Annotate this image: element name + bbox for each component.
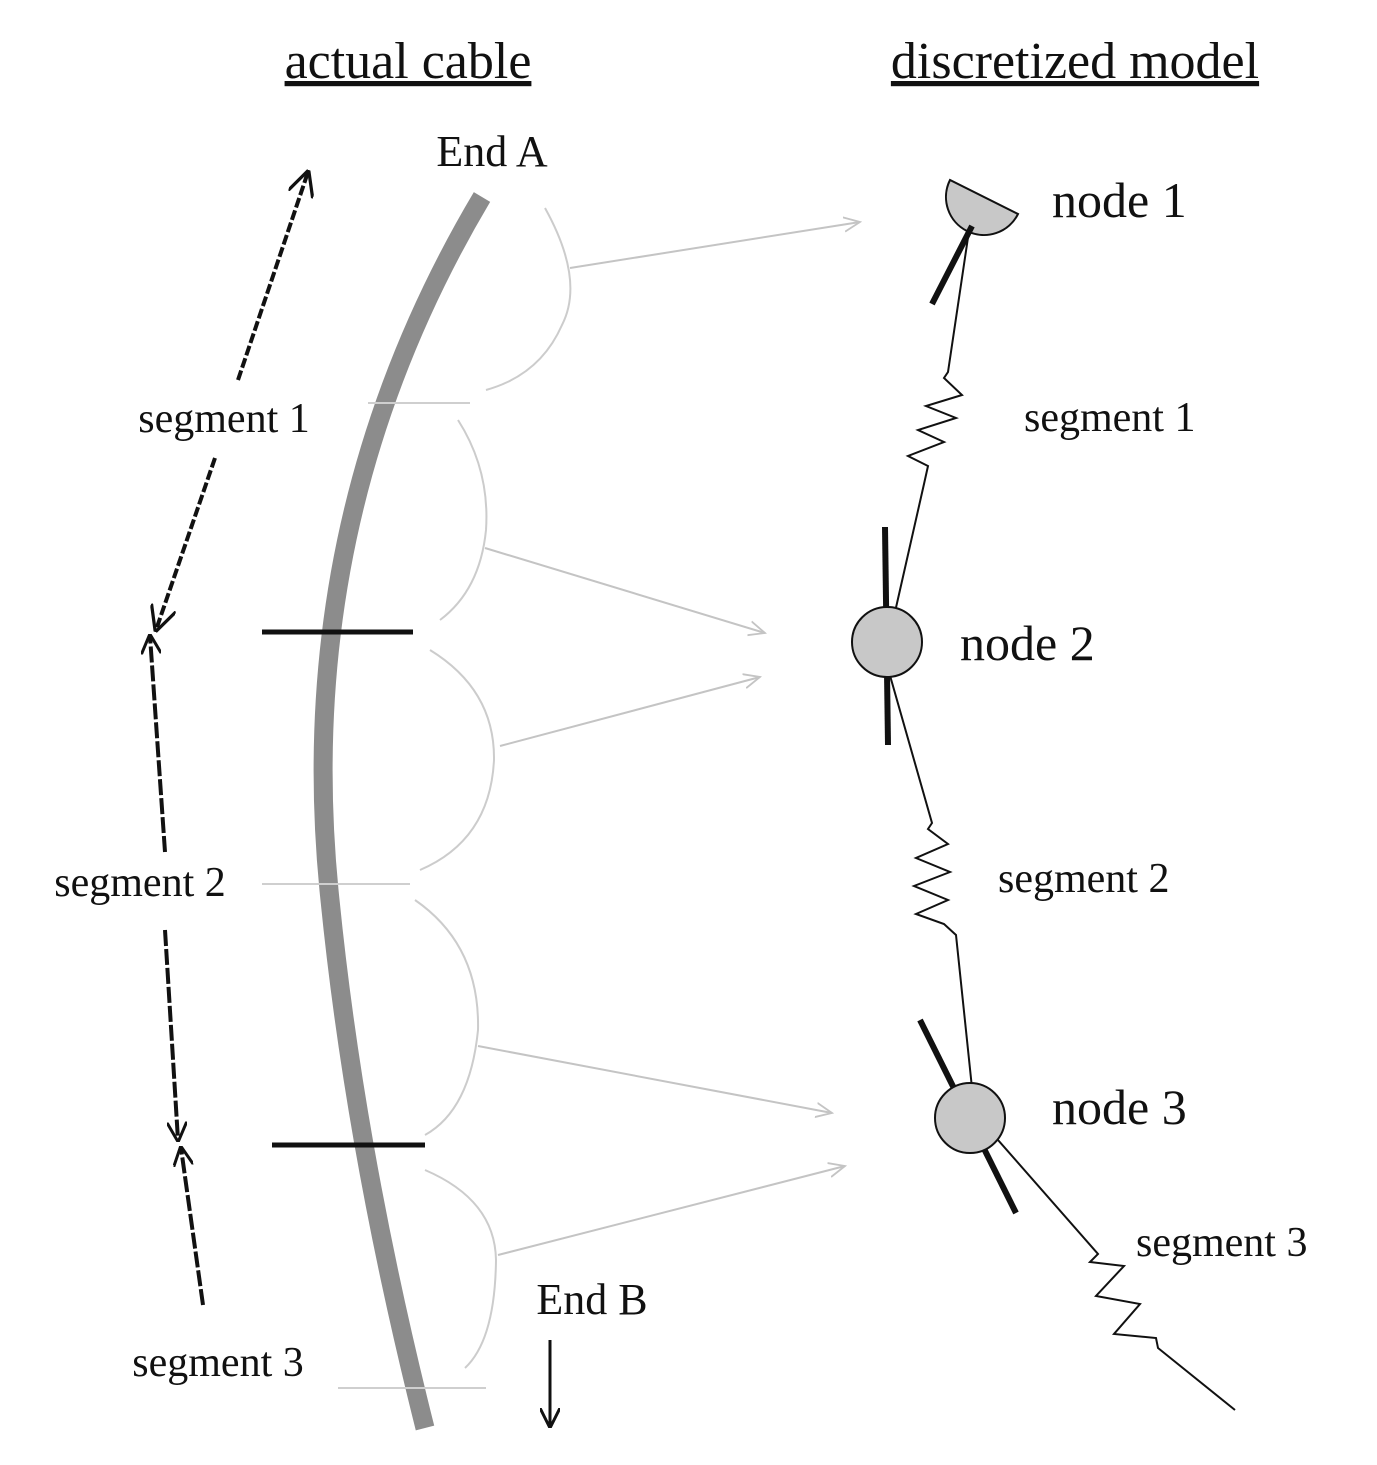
mapping-arrows	[477, 222, 860, 1256]
seg1-arrow-up	[236, 172, 308, 381]
brace-1-upper	[485, 207, 572, 391]
model-links	[888, 223, 1236, 1411]
node-label-2: node 2	[960, 615, 1095, 671]
heading-discretized-model: discretized model	[891, 33, 1259, 90]
seg2-arrow-up	[150, 636, 167, 853]
node-label-3: node 3	[1052, 1079, 1187, 1135]
heading-actual-cable: actual cable	[285, 33, 532, 90]
node-1-marker	[945, 178, 1020, 236]
node-3-marker	[934, 1082, 1006, 1154]
right-segment-label-1: segment 1	[1024, 395, 1195, 441]
brace-2-upper	[419, 649, 496, 871]
seg1-arrow-down	[156, 457, 217, 630]
map-arrow-4	[477, 1045, 832, 1113]
left-segment-label-1: segment 1	[138, 396, 309, 442]
seg2-arrow-down	[163, 929, 178, 1140]
right-segment-label-3: segment 3	[1136, 1220, 1307, 1266]
map-arrow-2	[484, 547, 765, 633]
segment-length-arrows	[150, 172, 308, 1306]
node-label-1: node 1	[1052, 172, 1187, 228]
map-arrow-5	[497, 1166, 845, 1256]
node-1-bar	[929, 224, 975, 306]
brace-3-upper	[424, 1169, 498, 1369]
map-arrow-3	[499, 677, 760, 747]
discretized-model	[851, 178, 1236, 1411]
left-segment-label-2: segment 2	[54, 860, 225, 906]
spring-segment-2	[888, 671, 973, 1089]
end-b-label: End B	[536, 1275, 647, 1324]
actual-cable	[313, 192, 491, 1431]
seg3-arrow-up	[181, 1148, 205, 1306]
node-2-marker	[851, 606, 923, 678]
spring-segment-1	[894, 223, 971, 613]
brace-1-lower	[439, 419, 488, 621]
left-segment-label-3: segment 3	[132, 1340, 303, 1386]
segment-braces	[414, 207, 572, 1369]
map-arrow-1	[569, 222, 860, 269]
spring-segment-3	[997, 1139, 1236, 1411]
right-segment-label-2: segment 2	[998, 856, 1169, 902]
brace-2-lower	[414, 899, 480, 1136]
end-a-label: End A	[436, 127, 547, 176]
